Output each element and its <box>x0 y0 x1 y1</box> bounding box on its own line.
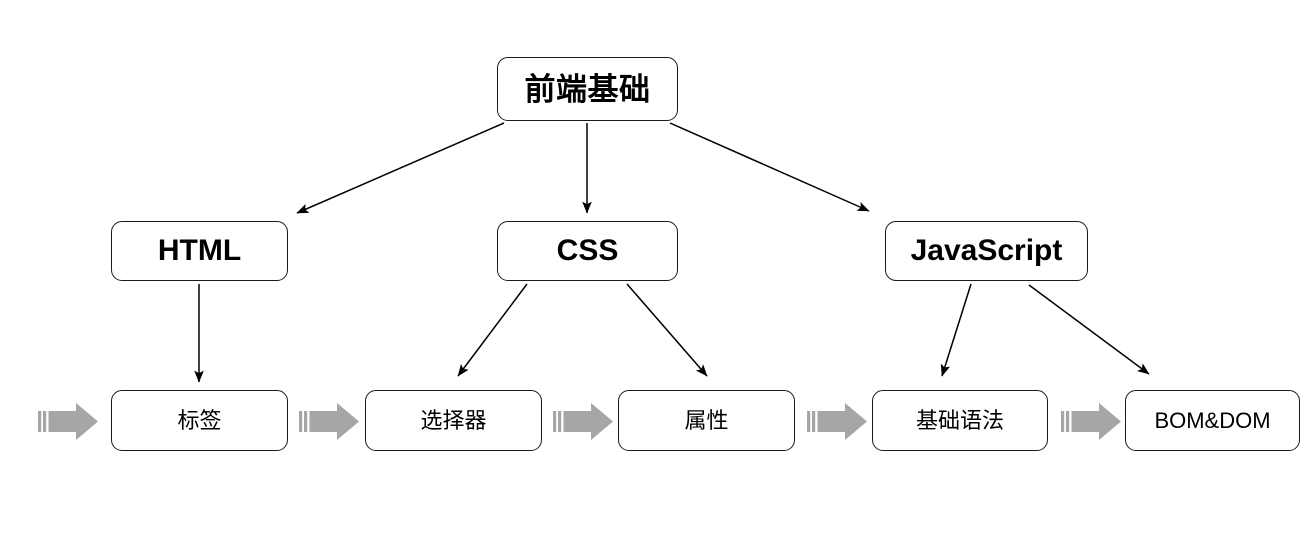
node-root-label: 前端基础 <box>524 71 651 107</box>
node-bom-dom-label: BOM&DOM <box>1154 407 1271 433</box>
flow-arrow-icon-5 <box>1061 403 1121 440</box>
connector-root-to-javascript <box>669 122 870 212</box>
node-css-label: CSS <box>556 234 619 267</box>
connector-javascript-to-syntax <box>940 283 972 377</box>
connector-root-to-html <box>296 122 505 214</box>
connector-css-to-attribute <box>626 283 708 377</box>
node-root-frontend-basics[interactable]: 前端基础 <box>497 57 678 121</box>
node-tag-label: 标签 <box>177 407 222 433</box>
connector-javascript-to-bomdom <box>1028 284 1150 375</box>
node-html-label: HTML <box>157 234 242 267</box>
node-html[interactable]: HTML <box>111 221 288 281</box>
node-tag[interactable]: 标签 <box>111 390 288 451</box>
node-attribute-label: 属性 <box>684 407 729 433</box>
flow-arrow-icon-4 <box>807 403 867 440</box>
flow-arrow-icon-2 <box>299 403 359 440</box>
connector-css-to-selector <box>457 283 528 377</box>
node-css[interactable]: CSS <box>497 221 678 281</box>
node-basic-syntax-label: 基础语法 <box>915 407 1004 433</box>
node-javascript[interactable]: JavaScript <box>885 221 1088 281</box>
node-selector[interactable]: 选择器 <box>365 390 542 451</box>
flow-arrow-icon-3 <box>553 403 613 440</box>
flow-arrow-icon-1 <box>38 403 98 440</box>
node-attribute[interactable]: 属性 <box>618 390 795 451</box>
node-bom-dom[interactable]: BOM&DOM <box>1125 390 1300 451</box>
node-basic-syntax[interactable]: 基础语法 <box>872 390 1048 451</box>
node-selector-label: 选择器 <box>420 407 487 433</box>
node-javascript-label: JavaScript <box>910 234 1063 267</box>
